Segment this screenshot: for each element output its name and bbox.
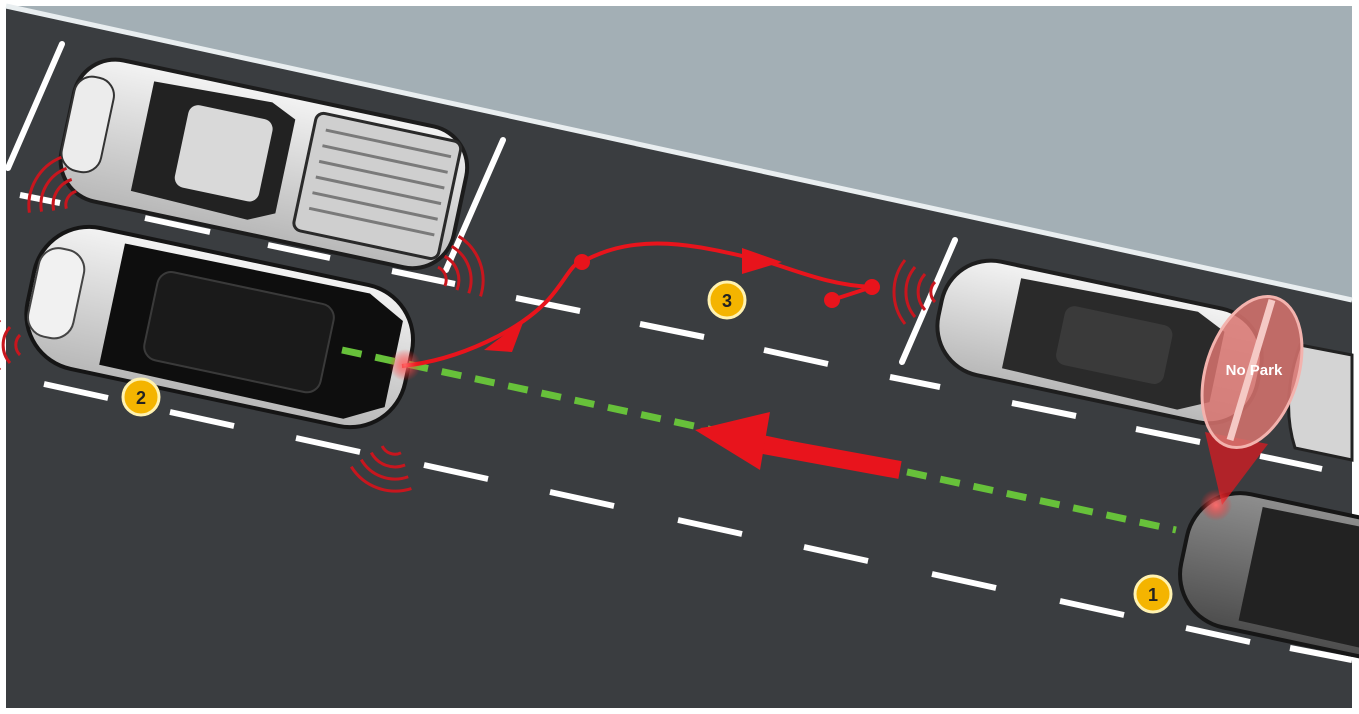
trajectory-node <box>826 294 838 306</box>
step-marker-3: 3 <box>709 282 745 318</box>
trajectory-node <box>866 281 878 293</box>
step-marker-label: 3 <box>722 291 732 311</box>
trajectory-node <box>576 256 588 268</box>
sensor-glow <box>1200 489 1232 521</box>
sensor-glow <box>389 349 421 381</box>
step-marker-label: 1 <box>1148 585 1158 605</box>
sign-label: No Park <box>1226 362 1283 379</box>
step-marker-1: 1 <box>1135 576 1171 612</box>
step-marker-label: 2 <box>136 388 146 408</box>
step-marker-2: 2 <box>123 379 159 415</box>
